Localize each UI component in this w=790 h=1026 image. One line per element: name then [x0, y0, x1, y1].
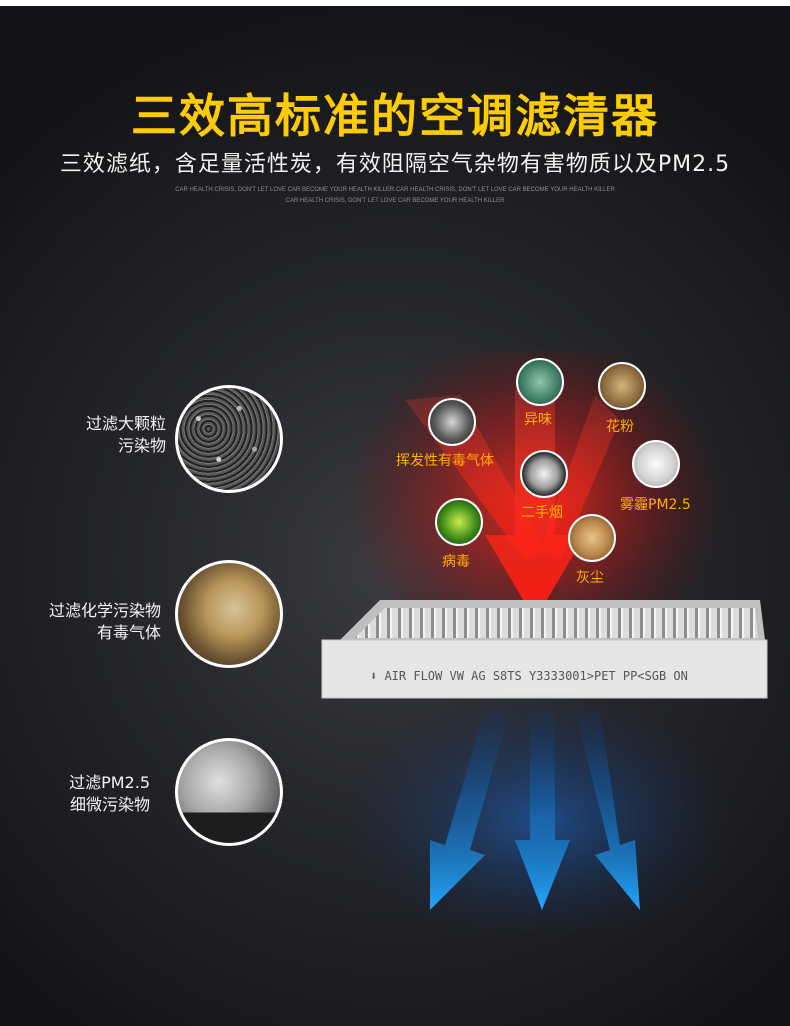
blue-arrow-center — [515, 710, 570, 910]
top-white-strip — [0, 0, 790, 6]
feature-label-large-particles: 过滤大颗粒 污染物 — [16, 413, 166, 457]
blue-arrow-right — [575, 710, 640, 910]
red-arrow-right — [540, 395, 620, 560]
pollutant-label-gas: 挥发性有毒气体 — [396, 453, 494, 469]
english-tagline-line1: CAR HEALTH CRISIS, DON'T LET LOVE CAR BE… — [175, 187, 615, 193]
smoke-icon — [520, 450, 568, 498]
english-tagline-line2: CAR HEALTH CRISIS, DON'T LET LOVE CAR BE… — [285, 198, 505, 204]
feature-label-line2: 有毒气体 — [96, 623, 161, 642]
dust-icon — [568, 514, 616, 562]
dust-cloud-icon — [175, 560, 283, 668]
pollutant-label-dust: 灰尘 — [576, 570, 604, 586]
bacteria-icon — [516, 358, 564, 406]
pollutant-label-smoke: 二手烟 — [521, 505, 563, 521]
feature-label-line1: 过滤化学污染物 — [48, 601, 161, 620]
filter-illustration: ⬇ AIR FLOW VW AG S8TS Y3333001>PET PP<SG… — [321, 350, 768, 930]
pollutant-label-pollen: 花粉 — [606, 419, 634, 435]
page-subtitle: 三效滤纸，含足量活性炭，有效阻隔空气杂物有害物质以及PM2.5 — [59, 152, 731, 177]
feature-label-pm25: 过滤PM2.5 细微污染物 — [0, 772, 150, 816]
haze-icon — [632, 440, 680, 488]
smog-icon — [175, 738, 283, 846]
virus-icon — [435, 498, 483, 546]
feature-label-line2: 污染物 — [117, 436, 166, 455]
feature-label-line1: 过滤PM2.5 — [69, 773, 150, 792]
feature-label-chemical: 过滤化学污染物 有毒气体 — [11, 600, 161, 644]
red-arrow-center — [485, 390, 585, 620]
pollen-icon — [598, 362, 646, 410]
pollutant-label-odor: 异味 — [524, 412, 552, 428]
blue-arrow-left — [430, 710, 510, 910]
pollutant-label-haze: 雾霾PM2.5 — [620, 497, 691, 513]
gravel-icon — [175, 385, 283, 493]
feature-label-line1: 过滤大颗粒 — [85, 414, 166, 433]
filter-print-text: ⬇ AIR FLOW VW AG S8TS Y3333001>PET PP<SG… — [370, 669, 688, 683]
filter-pleats — [355, 608, 758, 638]
pollutant-label-virus: 病毒 — [442, 554, 470, 570]
feature-label-line2: 细微污染物 — [69, 795, 150, 814]
gas-icon — [428, 398, 476, 446]
filter-frame — [321, 639, 768, 699]
page-title: 三效高标准的空调滤清器 — [131, 89, 659, 143]
